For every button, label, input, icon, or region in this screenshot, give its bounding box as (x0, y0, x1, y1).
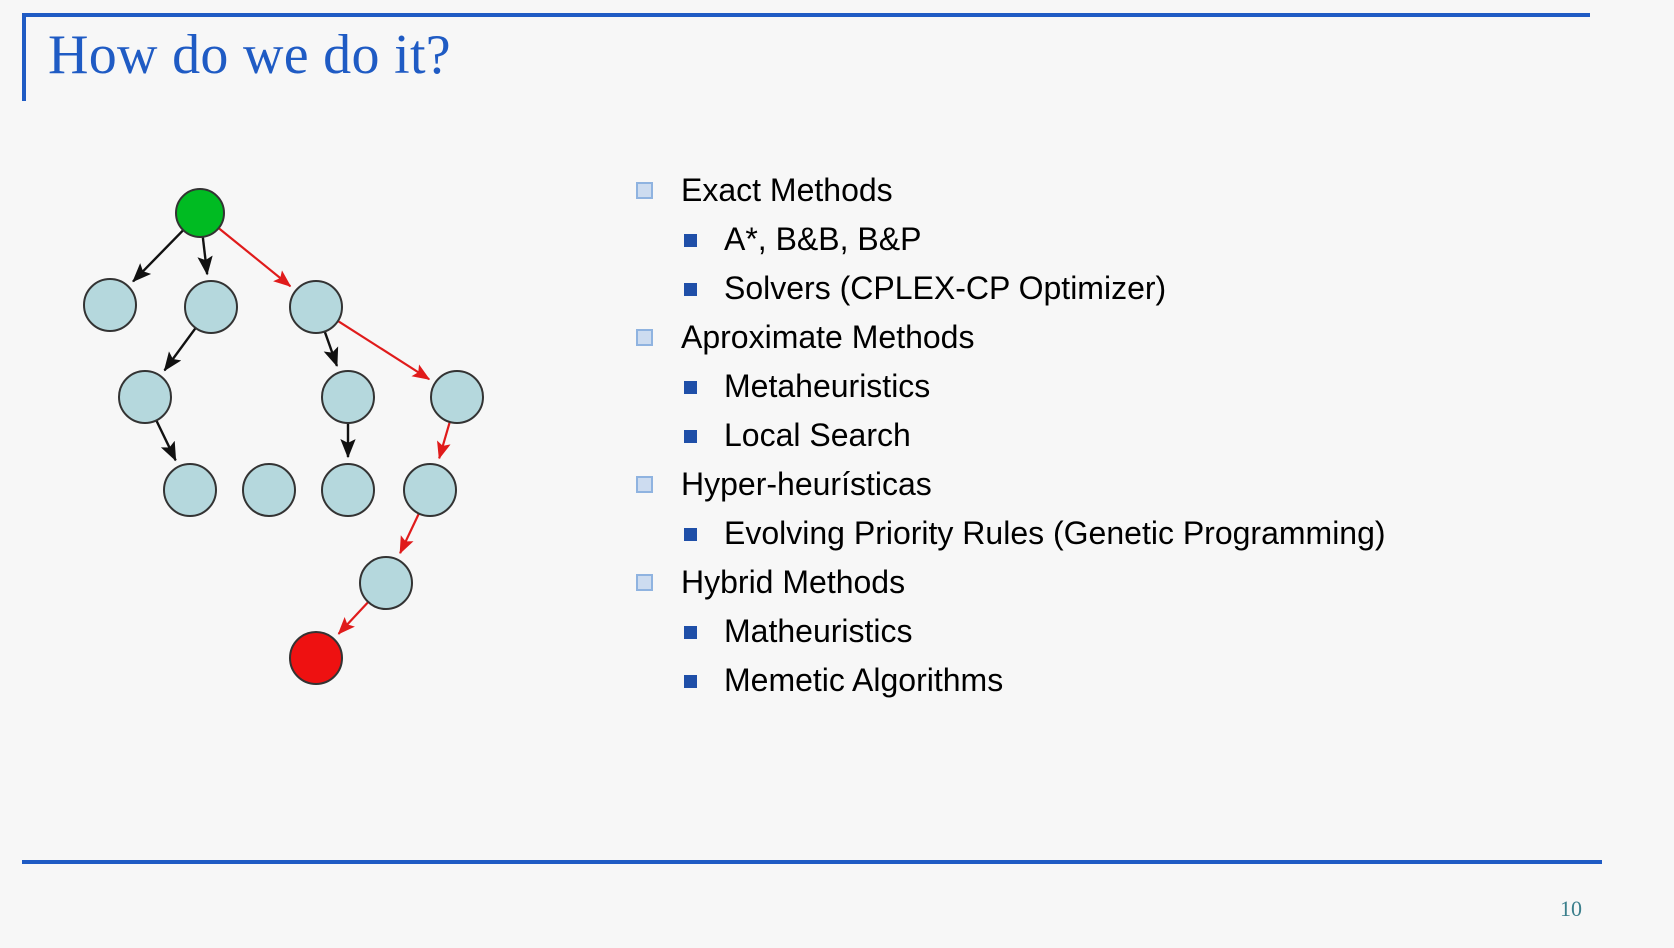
tree-node (83, 278, 137, 332)
bullet-item-label: Aproximate Methods (681, 319, 975, 355)
title-left-accent-bar (22, 13, 26, 101)
title-top-rule (22, 13, 1590, 17)
tree-node (242, 463, 296, 517)
bullet-item-label: Hybrid Methods (681, 564, 906, 600)
bullet-item-level-1: Aproximate Methods (636, 313, 1646, 362)
start-node (175, 188, 225, 238)
filled-square-bullet-icon (684, 430, 697, 443)
bullet-item-label: Memetic Algorithms (724, 662, 1004, 698)
goal-node (289, 631, 343, 685)
tree-node (163, 463, 217, 517)
tree-node (430, 370, 484, 424)
bullet-item-level-1: Hyper-heurísticas (636, 460, 1646, 509)
bullet-item-level-2: Memetic Algorithms (636, 656, 1646, 705)
page-number: 10 (1560, 896, 1582, 921)
filled-square-bullet-icon (684, 381, 697, 394)
tree-node (289, 280, 343, 334)
bullet-item-level-2: Evolving Priority Rules (Genetic Program… (636, 509, 1646, 558)
tree-edge (197, 235, 213, 276)
solution-path-edge (437, 420, 452, 460)
page-title: How do we do it? (48, 24, 451, 86)
solution-path-edge (399, 512, 421, 555)
hollow-square-bullet-icon (636, 574, 653, 591)
bullet-item-level-2: Local Search (636, 411, 1646, 460)
solution-path-edge (336, 319, 431, 381)
footer-rule (22, 860, 1602, 864)
bullet-item-level-2: Metaheuristics (636, 362, 1646, 411)
bullet-item-level-2: A*, B&B, B&P (636, 215, 1646, 264)
tree-nodes (83, 188, 484, 685)
hollow-square-bullet-icon (636, 182, 653, 199)
bullet-item-level-1: Exact Methods (636, 166, 1646, 215)
bullet-item-label: A*, B&B, B&P (724, 221, 922, 257)
filled-square-bullet-icon (684, 528, 697, 541)
tree-edge (132, 228, 185, 283)
tree-edge (163, 326, 198, 372)
bullet-item-label: Exact Methods (681, 172, 893, 208)
search-tree-svg (83, 188, 484, 685)
bullet-item-label: Metaheuristics (724, 368, 931, 404)
bullet-item-level-2: Matheuristics (636, 607, 1646, 656)
search-tree-diagram (0, 150, 600, 710)
tree-node (321, 463, 375, 517)
bullet-item-label: Hyper-heurísticas (681, 466, 932, 502)
tree-node (321, 370, 375, 424)
solution-path-edge (217, 226, 292, 288)
tree-edge (154, 418, 177, 462)
bullet-item-label: Evolving Priority Rules (Genetic Program… (724, 515, 1386, 551)
hollow-square-bullet-icon (636, 329, 653, 346)
hollow-square-bullet-icon (636, 476, 653, 493)
filled-square-bullet-icon (684, 626, 697, 639)
bullet-item-level-1: Hybrid Methods (636, 558, 1646, 607)
tree-node (403, 463, 457, 517)
tree-node (359, 556, 413, 610)
bullet-item-label: Solvers (CPLEX-CP Optimizer) (724, 270, 1167, 306)
tree-node (118, 370, 172, 424)
solution-path-edge (337, 600, 370, 635)
bullet-item-level-2: Solvers (CPLEX-CP Optimizer) (636, 264, 1646, 313)
filled-square-bullet-icon (684, 234, 697, 247)
bullet-item-label: Local Search (724, 417, 911, 453)
tree-node (184, 280, 238, 334)
tree-edge (323, 330, 339, 368)
tree-edges (132, 226, 452, 635)
filled-square-bullet-icon (684, 283, 697, 296)
filled-square-bullet-icon (684, 675, 697, 688)
bullet-item-label: Matheuristics (724, 613, 913, 649)
